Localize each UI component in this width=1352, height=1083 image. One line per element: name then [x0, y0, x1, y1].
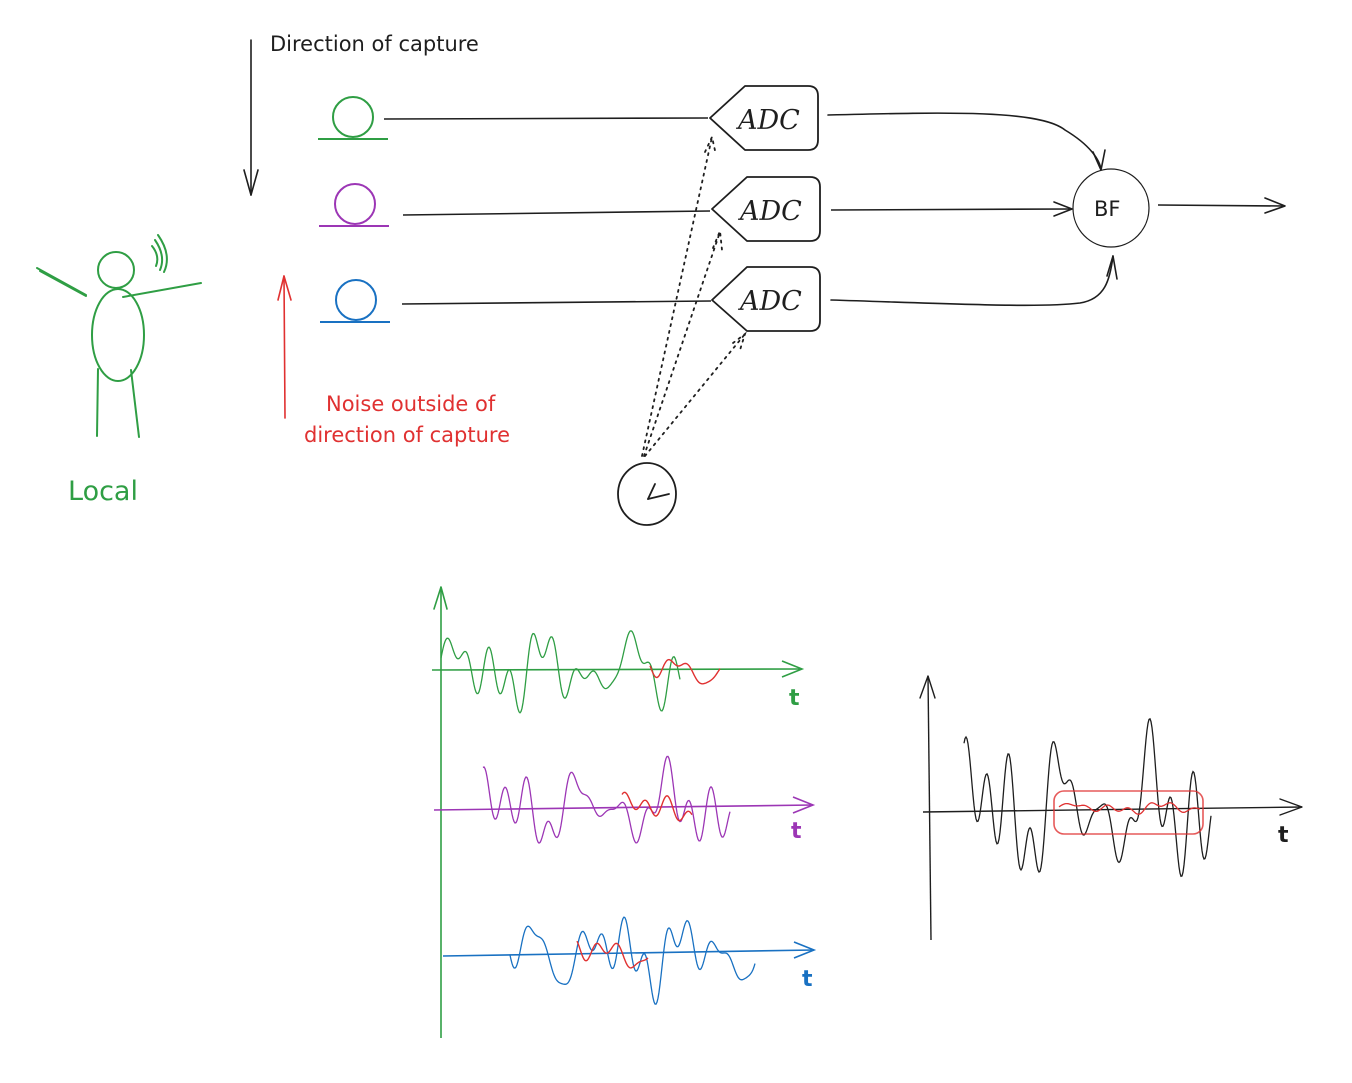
signal-plots-y-arrowhead [433, 586, 448, 610]
blue-plot-x-axis [442, 949, 815, 957]
blue-plot-noise-wave [576, 940, 649, 969]
adc-box-3: ADC [711, 266, 821, 332]
purple-plot-t-label: t [791, 819, 802, 844]
output-plot-x-arrowhead [1279, 798, 1303, 816]
noise-arrow [277, 275, 292, 419]
microphone-purple-icon [319, 183, 389, 227]
adc3-to-bf-wire [830, 255, 1114, 307]
green-plot-x-arrowhead [781, 660, 805, 678]
adc-box-2: ADC [711, 176, 821, 242]
output-residual-noise-wave [1058, 802, 1201, 815]
output-plot-x-axis [922, 806, 1303, 813]
arrowhead-bf-bottom [1106, 255, 1118, 280]
green-mic-signal-plot [431, 630, 805, 714]
green-plot-t-label: t [789, 686, 800, 711]
purple-signal-wave [482, 755, 731, 844]
blue-mic-signal-plot [442, 916, 817, 1005]
mic1-to-adc1-wire [383, 117, 709, 120]
arrowhead-bf-mid [1053, 201, 1073, 217]
signal-plots-group: t t t [431, 586, 817, 1038]
direction-of-capture-arrow [243, 39, 259, 196]
green-plot-x-axis [431, 668, 803, 671]
direction-of-capture-label: Direction of capture [270, 32, 479, 56]
adc-box-1: ADC [709, 85, 819, 151]
bf-output-wire [1157, 204, 1286, 207]
person-icon [36, 234, 202, 438]
beamformer-node: BF [1072, 168, 1150, 248]
clock-sync-lines [641, 134, 747, 457]
output-plot-t-label: t [1278, 823, 1289, 848]
output-signal-plot: t [919, 675, 1303, 941]
blue-signal-wave [509, 916, 756, 1005]
blue-plot-x-arrowhead [793, 941, 817, 959]
arrowhead-bf-top [1092, 149, 1106, 171]
adc1-to-bf-wire [827, 112, 1102, 171]
blue-plot-t-label: t [802, 967, 813, 992]
beamformer-label: BF [1094, 197, 1121, 221]
output-arrowhead [1264, 197, 1286, 214]
microphone-green-icon [318, 96, 388, 140]
green-signal-wave [440, 630, 681, 714]
green-plot-noise-wave [649, 658, 721, 685]
adc-label-2: ADC [737, 196, 802, 227]
output-plot-y-axis [927, 675, 932, 941]
noise-label-line2: direction of capture [304, 423, 510, 447]
mic3-to-adc3-wire [401, 300, 712, 305]
adc-label-1: ADC [735, 105, 800, 136]
output-signal-wave-line [963, 717, 1212, 878]
residual-noise-highlight-box [1053, 790, 1204, 835]
noise-label-line1: Noise outside of [326, 392, 496, 416]
local-label: Local [68, 476, 138, 507]
output-plot-y-arrowhead [919, 675, 936, 699]
purple-plot-x-axis [433, 804, 814, 811]
purple-mic-signal-plot [433, 755, 816, 844]
purple-plot-x-arrowhead [792, 796, 816, 814]
clock-icon [617, 462, 677, 526]
mic2-to-adc2-wire [402, 210, 711, 216]
output-signal-wave [963, 717, 1212, 878]
purple-plot-noise-wave [621, 791, 693, 822]
adc2-to-bf-wire [830, 208, 1073, 211]
adc-label-3: ADC [737, 286, 802, 317]
microphone-blue-icon [320, 279, 390, 323]
